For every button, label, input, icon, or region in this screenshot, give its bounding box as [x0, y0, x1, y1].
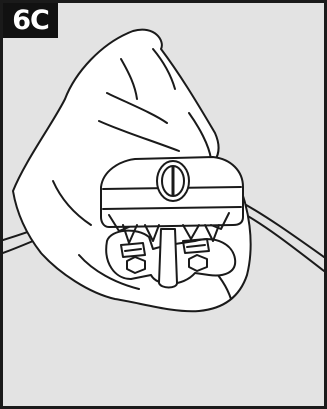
- palm-line-2: [78, 254, 140, 290]
- finger-crease-2: [98, 120, 180, 152]
- finger-crease-3: [152, 48, 176, 90]
- cable-connector-illustration: [3, 28, 324, 313]
- palm-line-1: [52, 180, 92, 226]
- base-hex-nut-left: [126, 256, 146, 274]
- cable-right-outer: [238, 200, 324, 258]
- connector-tooth-3: [182, 224, 200, 240]
- terminal-left-inner: [124, 248, 142, 252]
- housing-fin-right: [210, 212, 230, 230]
- housing-fin-left: [108, 214, 130, 232]
- center-bolt: [158, 228, 178, 289]
- terminal-right-inner: [186, 244, 206, 248]
- terminal-right: [182, 238, 210, 254]
- step-label-badge: 6C: [3, 3, 58, 38]
- connector-tooth-1: [122, 224, 138, 244]
- thumb-line: [188, 112, 212, 160]
- connector-tooth-4: [204, 224, 220, 242]
- base-hex-nut-right: [188, 254, 208, 272]
- finger-crease-4: [120, 58, 138, 100]
- terminal-left: [120, 242, 146, 258]
- housing-seam: [102, 206, 242, 210]
- connector-tooth-2: [144, 224, 160, 242]
- cable-right-inner: [238, 210, 324, 272]
- finger-crease-1: [106, 92, 168, 124]
